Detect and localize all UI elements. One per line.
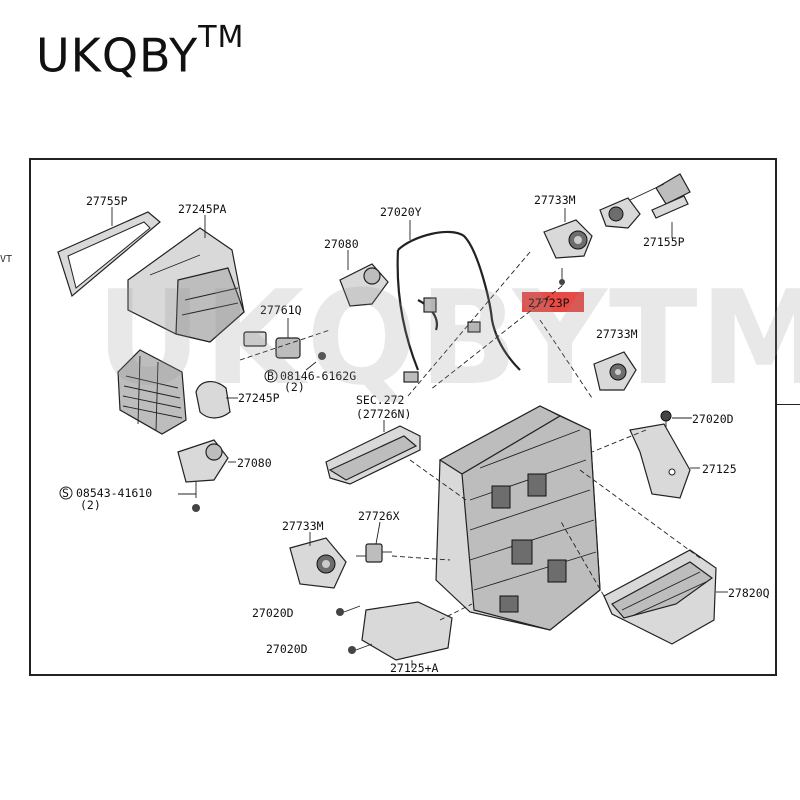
circle-B-marker [264, 369, 278, 383]
label-27755P: 27755P [86, 194, 128, 208]
label-27761Q: 27761Q [260, 303, 302, 317]
motor-27733M-mid [593, 351, 637, 391]
brand-name: UKQBY [36, 28, 199, 83]
label-sec272: SEC.272 [356, 393, 404, 407]
label-27733M-mid: 27733M [596, 327, 638, 341]
wire-harness-27020Y [396, 230, 521, 383]
diagram-frame [29, 158, 777, 676]
label-27080-bottom: 27080 [237, 456, 272, 470]
label-27245P: 27245P [238, 391, 280, 405]
brand-logo: UKQBYTM [36, 20, 244, 83]
sensor-27761Q [243, 331, 301, 359]
leader-27726X [375, 521, 381, 545]
screw-27020D-a [336, 605, 361, 616]
label-08543-qty: (2) [80, 498, 101, 512]
grille-part [117, 349, 187, 435]
bracket-27125 [629, 423, 691, 499]
brand-tm: TM [198, 20, 245, 55]
label-27020D-right: 27020D [692, 412, 734, 426]
actuator-27080-bottom [177, 439, 229, 498]
sensor-27726X [356, 543, 392, 563]
motor-27733M-top [543, 219, 593, 259]
label-27080-top: 27080 [324, 237, 359, 251]
screw-08543 [178, 493, 200, 512]
label-27020D-a: 27020D [252, 606, 294, 620]
label-08543-41610: 08543-41610 [76, 486, 152, 500]
label-27723P: 27723P [528, 296, 570, 310]
circle-S-marker [59, 486, 73, 500]
tray-27820Q [603, 549, 717, 645]
label-27155P: 27155P [643, 235, 685, 249]
label-27726X: 27726X [358, 509, 400, 523]
label-27020Y: 27020Y [380, 205, 422, 219]
circle-S-letter: S [62, 486, 69, 500]
label-08146-qty: (2) [284, 380, 305, 394]
label-27125: 27125 [702, 462, 737, 476]
screw-27020D-b [348, 643, 373, 654]
label-27020D-b: 27020D [266, 642, 308, 656]
housing-27245PA [127, 227, 245, 343]
label-27733M-top: 27733M [534, 193, 576, 207]
assembly-lines [239, 251, 701, 621]
label-27726N: (27726N) [356, 407, 411, 421]
label-08146-6162G: 08146-6162G [280, 369, 356, 383]
edge-text: VT [0, 254, 13, 265]
highlight-27723P [522, 292, 584, 312]
label-27820Q: 27820Q [728, 586, 770, 600]
hvac-unit [435, 405, 601, 631]
duct-27245P [195, 381, 231, 419]
screw-08146 [305, 352, 326, 371]
label-27125A: 27125+A [390, 661, 439, 675]
label-27245PA: 27245PA [178, 202, 227, 216]
plate-27125A [361, 601, 453, 661]
duct-sec272 [325, 425, 421, 485]
actuator-27080-top [339, 263, 389, 307]
motor-27155P [599, 173, 691, 229]
filter-frame-part [57, 211, 161, 298]
screw-27723P [559, 268, 565, 286]
label-27733M-bottom: 27733M [282, 519, 324, 533]
edge-tick [777, 404, 800, 405]
motor-27733M-bottom [289, 537, 347, 589]
circle-B-letter: B [267, 369, 274, 383]
